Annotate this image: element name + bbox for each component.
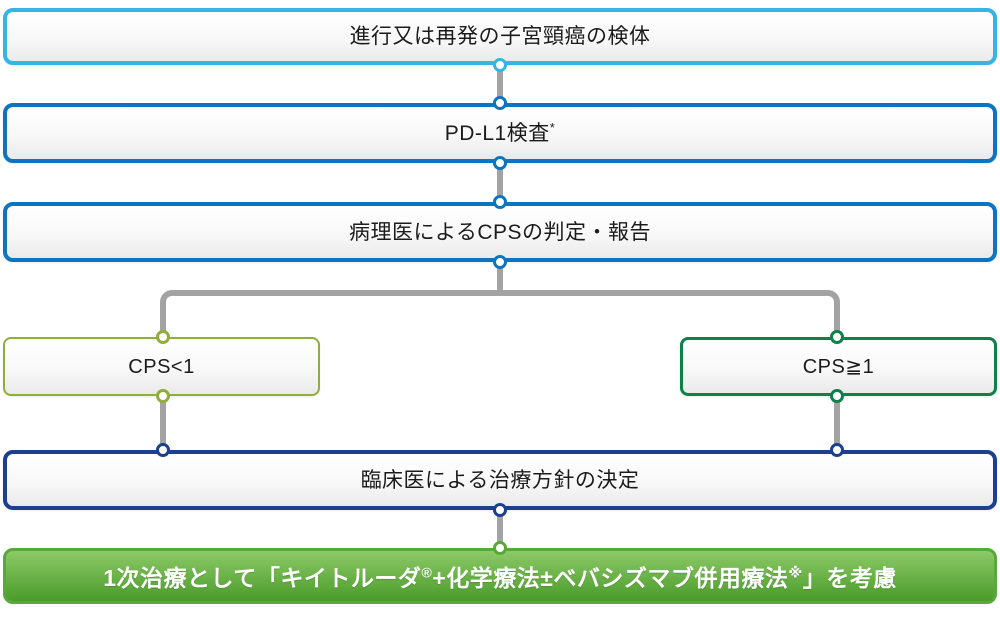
connector-dot	[156, 443, 170, 457]
cps-ge1-box: CPS≧1	[680, 337, 997, 396]
connector-dot	[493, 96, 507, 110]
connector-dot	[830, 330, 844, 344]
cps-ge1-label: CPS≧1	[802, 355, 875, 378]
connector-dot	[156, 389, 170, 403]
cps-assessment-label: 病理医によるCPSの判定・報告	[348, 220, 652, 244]
cps-assessment-box: 病理医によるCPSの判定・報告	[3, 202, 997, 262]
connector-dot	[493, 58, 507, 72]
connector-line	[497, 262, 503, 294]
cps-lt1-box: CPS<1	[3, 337, 320, 396]
cps-lt1-label: CPS<1	[128, 355, 195, 378]
treatment-decision-box: 臨床医による治療方針の決定	[3, 450, 997, 510]
first-line-treatment-label: 1次治療として「キイトルーダ®+化学療法±ベバシズマブ併用療法※」を考慮	[103, 565, 897, 591]
connector-dot	[156, 330, 170, 344]
connector-line	[160, 396, 166, 450]
treatment-decision-label: 臨床医による治療方針の決定	[360, 468, 640, 492]
connector-line	[497, 163, 503, 204]
connector-dot	[493, 156, 507, 170]
reference-mark: ※	[788, 565, 803, 582]
connector-line	[497, 510, 503, 549]
registered-mark: ®	[421, 565, 433, 582]
connector-dot	[830, 443, 844, 457]
pdl1-asterisk: *	[549, 119, 556, 135]
connector-dot	[493, 541, 507, 555]
connector-line	[834, 396, 840, 450]
connector-dot	[830, 389, 844, 403]
pdl1-test-label: PD-L1検査*	[444, 119, 556, 145]
specimen-box: 進行又は再発の子宮頸癌の検体	[3, 8, 997, 65]
connector-dot	[493, 503, 507, 517]
pdl1-test-box: PD-L1検査*	[3, 103, 997, 163]
connector-dot	[493, 255, 507, 269]
connector-dot	[493, 195, 507, 209]
branch-connector	[160, 290, 840, 337]
connector-line	[497, 65, 503, 105]
first-line-treatment-box: 1次治療として「キイトルーダ®+化学療法±ベバシズマブ併用療法※」を考慮	[3, 548, 997, 604]
specimen-label: 進行又は再発の子宮頸癌の検体	[349, 25, 651, 48]
